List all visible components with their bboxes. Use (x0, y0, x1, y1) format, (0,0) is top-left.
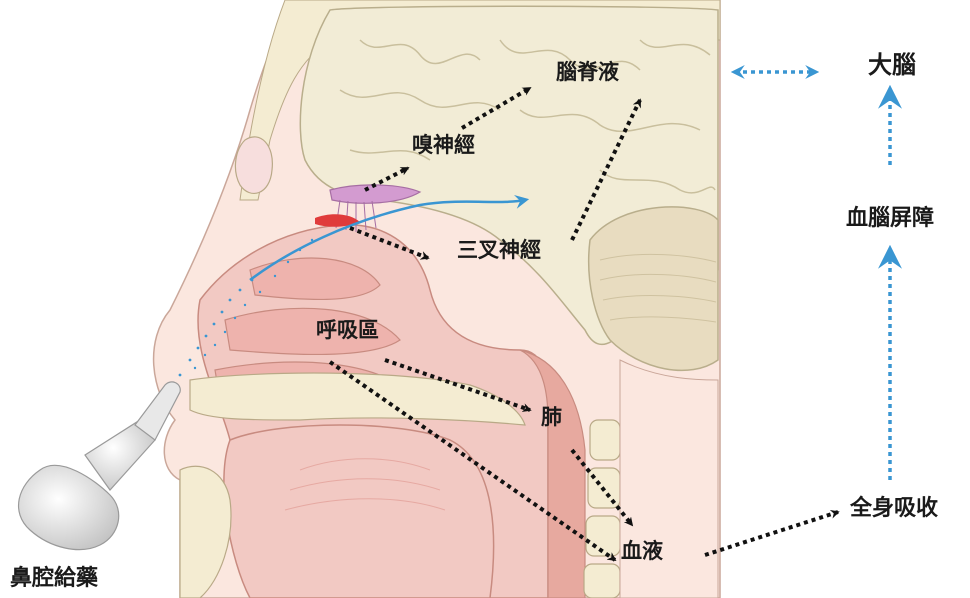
arrow-blood-to-systemic (705, 512, 838, 555)
label-blood: 血液 (621, 541, 663, 562)
tongue (224, 425, 494, 598)
frontal-sinus (235, 137, 272, 194)
label-trigeminal-nerve: 三叉神經 (457, 240, 541, 261)
label-blood-brain-barrier: 血腦屏障 (846, 208, 934, 230)
label-lung: 肺 (541, 407, 562, 428)
label-olfactory-nerve: 嗅神經 (412, 135, 475, 156)
label-respiratory-region: 呼吸區 (316, 320, 379, 341)
label-csf: 腦脊液 (556, 62, 619, 83)
head-anatomy (154, 0, 720, 598)
label-systemic-absorption: 全身吸收 (850, 498, 938, 520)
label-brain: 大腦 (868, 53, 916, 77)
label-nasal-delivery: 鼻腔給藥 (10, 568, 98, 590)
bbb-arrows (735, 72, 890, 480)
nasal-spray-icon (19, 382, 181, 550)
